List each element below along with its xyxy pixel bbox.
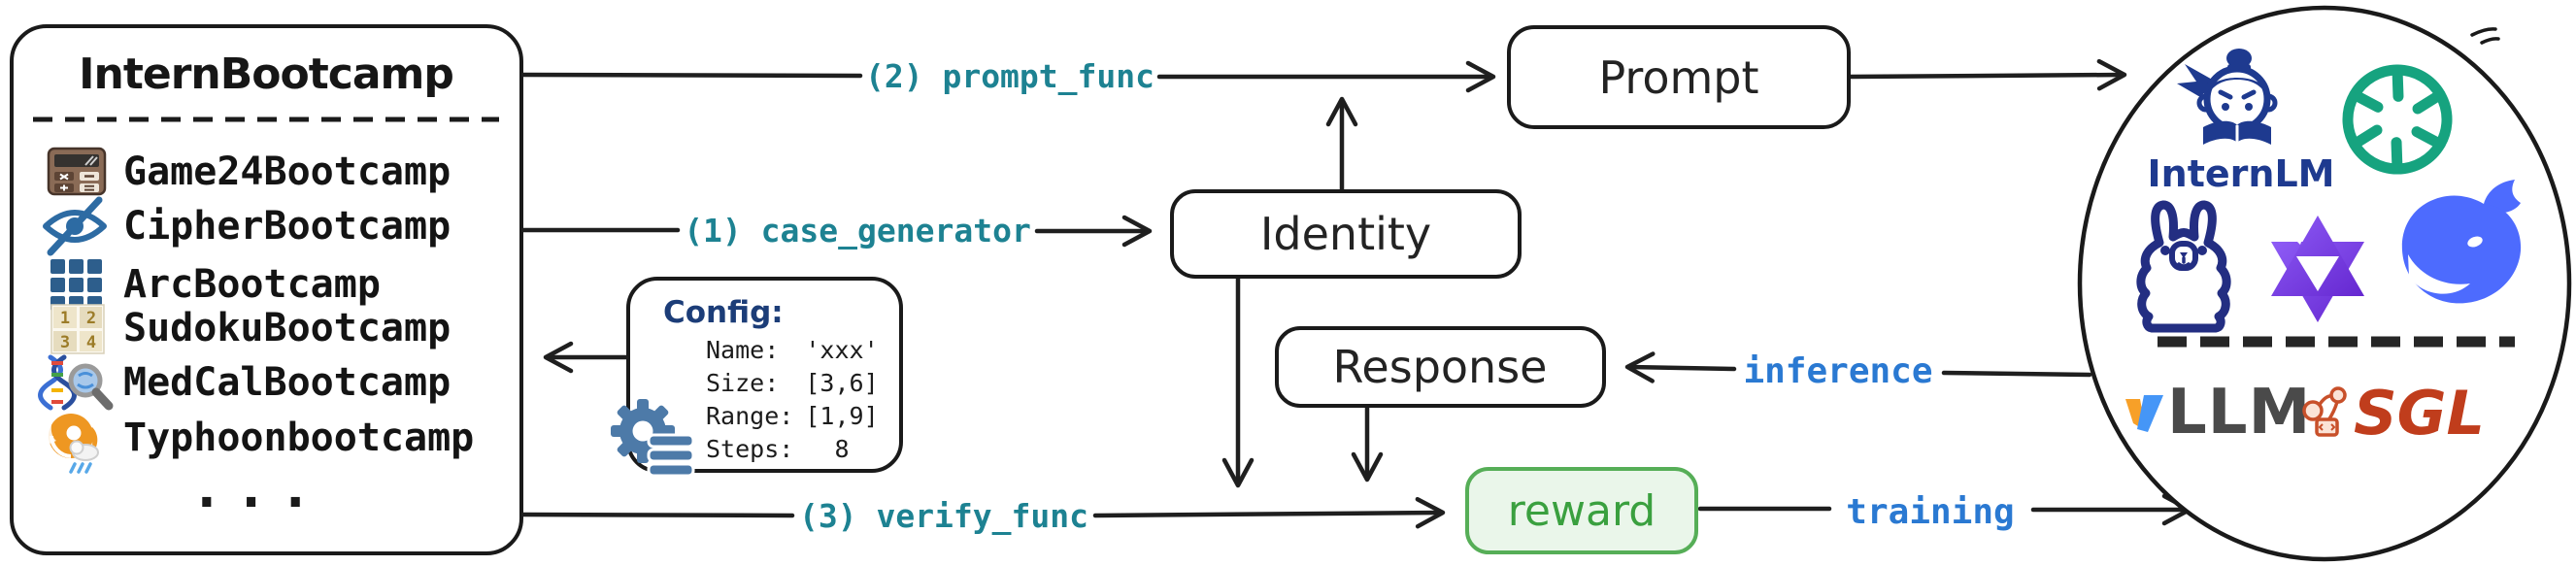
sudoku-digit: 4 [86, 333, 96, 352]
response-label: Response [1333, 341, 1548, 393]
config-rows: Name: 'xxx' Size: [3,6] Range: [1,9] Ste… [706, 336, 879, 463]
list-item-label: CipherBootcamp [123, 204, 451, 249]
config-key: Name: [706, 336, 779, 364]
sglang-graph-icon [2302, 386, 2347, 437]
config-key: Range: [706, 402, 793, 430]
config-box: Config: Name: 'xxx' Size: [3,6] Range: [… [543, 277, 903, 478]
panel-title: InternBootcamp [79, 50, 453, 99]
grid-icon [50, 259, 102, 311]
config-title: Config: [663, 295, 784, 330]
identity-label: Identity [1260, 208, 1431, 260]
typhoon-icon [45, 414, 99, 474]
edge-label-training: training [1846, 492, 2014, 532]
sudoku-digit: 1 [60, 309, 70, 328]
arrow-to-reward [1092, 496, 1446, 529]
openai-icon [2342, 64, 2453, 175]
reward-frame [1465, 467, 1698, 554]
node-response: Response [1275, 326, 1606, 408]
eye-slash-icon [43, 196, 107, 256]
model-circle: InternLM [2077, 5, 2572, 562]
nodes: Prompt Identity Response reward [1170, 25, 1851, 554]
list-item: MedCalBootcamp [38, 354, 451, 411]
node-prompt: Prompt [1507, 25, 1851, 129]
config-frame [626, 277, 903, 473]
config-value: [3,6] [805, 369, 878, 397]
sglang-logo: SGL [2302, 378, 2485, 449]
reward-label: reward [1508, 486, 1656, 536]
bootcamp-panel: InternBootcamp Game24Bootcamp [10, 24, 523, 555]
vllm-label: LLM [2167, 377, 2311, 449]
edge-label-inference: inference [1743, 351, 1932, 391]
config-value: [1,9] [805, 402, 878, 430]
edge-prompt-func-left [520, 72, 863, 79]
arrow-prompt-to-models [1848, 58, 2127, 91]
list-ellipsis: ... [190, 457, 323, 520]
config-key: Steps: [706, 435, 793, 463]
list-item-label: SudokuBootcamp [123, 306, 451, 350]
llama-icon [2136, 200, 2231, 333]
internlm-logo: InternLM [2148, 49, 2335, 195]
dna-magnifier-icon [38, 354, 114, 411]
list-item-label: Typhoonbootcamp [123, 416, 474, 460]
list-item: ArcBootcamp [50, 259, 381, 311]
bootcamp-panel-frame [10, 24, 523, 555]
deepseek-icon [2401, 180, 2522, 304]
vllm-logo: LLM [2125, 377, 2311, 449]
sglang-label: SGL [2354, 378, 2485, 449]
node-reward: reward [1465, 467, 1698, 554]
config-value: 'xxx' [805, 336, 878, 364]
list-item: Typhoonbootcamp [45, 414, 474, 474]
edge-inference-right [1941, 370, 2092, 378]
list-item-label: MedCalBootcamp [123, 360, 451, 405]
edge-label-verify-func: (3) verify_func [799, 497, 1088, 535]
internlm-label: InternLM [2148, 152, 2335, 195]
sudoku-digit: 3 [60, 333, 70, 352]
prompt-label: Prompt [1598, 51, 1758, 104]
edge-label-case-generator: (1) case_generator [684, 212, 1031, 250]
node-identity: Identity [1170, 189, 1522, 279]
list-item: CipherBootcamp [43, 196, 451, 256]
sudoku-icon: 1 2 3 4 [50, 304, 105, 354]
config-value: 8 [834, 435, 849, 463]
list-item-label: ArcBootcamp [123, 262, 381, 307]
sudoku-digit: 2 [86, 309, 96, 328]
identity-frame [1170, 189, 1522, 279]
edge-verify-func-left [520, 512, 795, 518]
gear-icon [611, 399, 695, 478]
qwen-icon [2271, 216, 2364, 322]
response-frame [1275, 326, 1606, 408]
stack-icon [647, 433, 695, 478]
arrow-to-response [1624, 351, 1737, 383]
list-item: Game24Bootcamp [47, 147, 451, 196]
list-item-label: Game24Bootcamp [123, 150, 451, 194]
edge-label-prompt-func: (2) prompt_func [865, 57, 1154, 95]
edges: (2) prompt_func (1) case_generator (3) v… [520, 57, 2192, 535]
vllm-v-icon [2125, 395, 2163, 432]
sketch-stroke [2470, 27, 2500, 45]
config-key: Size: [706, 369, 779, 397]
internlm-mascot-icon [2177, 49, 2278, 145]
prompt-frame [1507, 25, 1851, 129]
list-item: 1 2 3 4 SudokuBootcamp [50, 304, 451, 354]
calculator-icon [47, 147, 107, 196]
